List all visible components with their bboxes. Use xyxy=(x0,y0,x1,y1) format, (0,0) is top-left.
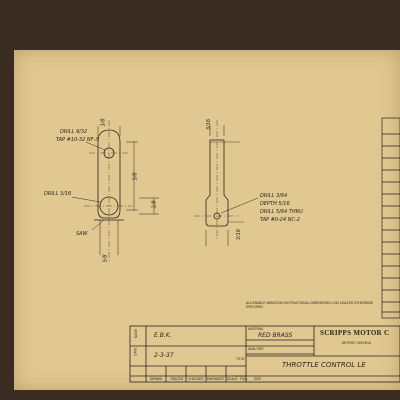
saw-label: SAW xyxy=(76,231,88,237)
row-label-traced: TRACED xyxy=(170,377,184,381)
company-city: DETROIT, MICHIGA xyxy=(342,341,372,345)
row-label-engineer: ENGINEER xyxy=(207,377,224,381)
part1-dim-top: 3/8 xyxy=(100,118,107,127)
part1-leaders xyxy=(71,141,106,231)
part2-outline xyxy=(194,120,244,246)
drawing-title: THROTTLE CONTROL LE xyxy=(282,361,366,369)
part1-outline xyxy=(84,120,159,262)
row-label-drawn: DRAWN xyxy=(150,377,162,381)
tap-top-label: TAP #10-32 NF-3 xyxy=(56,137,99,143)
tap-label: TAP #0-24 NC-2 xyxy=(260,217,300,223)
drawing-linework xyxy=(71,117,400,383)
drill-top-label: DRILL 9/32 xyxy=(60,129,88,135)
title-block-frame xyxy=(129,325,400,383)
depth-label: DEPTH 5/16 xyxy=(260,201,290,207)
company-name: SCRIPPS MOTOR C xyxy=(320,329,390,337)
part2-dim-top: 3/16 xyxy=(206,118,213,131)
drawing-sheet: DRILL 9/32 TAP #10-32 NF-3 DRILL 3/16 SA… xyxy=(14,50,400,390)
row-label-full: FULL xyxy=(240,377,248,381)
title-label: TITLE xyxy=(236,357,245,361)
part1-dim-side2: 1/8 xyxy=(151,200,158,209)
date-value: 2-3-37 xyxy=(154,352,174,359)
drill-b-label: DRILL 5/64 THRU xyxy=(260,209,303,215)
drill-left-label: DRILL 3/16 xyxy=(44,191,72,197)
row-label-scale: SCALE xyxy=(227,377,238,381)
row-label-checked: CHECKED xyxy=(188,377,204,381)
part1-dim-bottom: 5/8 xyxy=(102,254,109,263)
material-label: MATERIAL xyxy=(248,327,264,331)
side-label-name: NAME xyxy=(134,328,139,339)
part2-dim-bottom: 3/16 xyxy=(236,228,243,241)
tolerance-note: ALLOWABLE VARIATION ON FRACTIONAL DIMENS… xyxy=(246,301,374,309)
analysis-label: ANALYSIS xyxy=(248,347,264,351)
part2-leaders xyxy=(220,197,259,214)
side-label-date: DATE xyxy=(133,347,138,356)
row-label-size: SIZE xyxy=(254,377,262,381)
drill-a-label: DRILL 3/64 xyxy=(260,193,288,199)
part1-dim-side1: 5/8 xyxy=(132,172,139,181)
material-value: RED BRASS xyxy=(258,332,293,339)
revision-block xyxy=(381,117,400,319)
drawn-by-value: E.B.K. xyxy=(154,332,172,339)
